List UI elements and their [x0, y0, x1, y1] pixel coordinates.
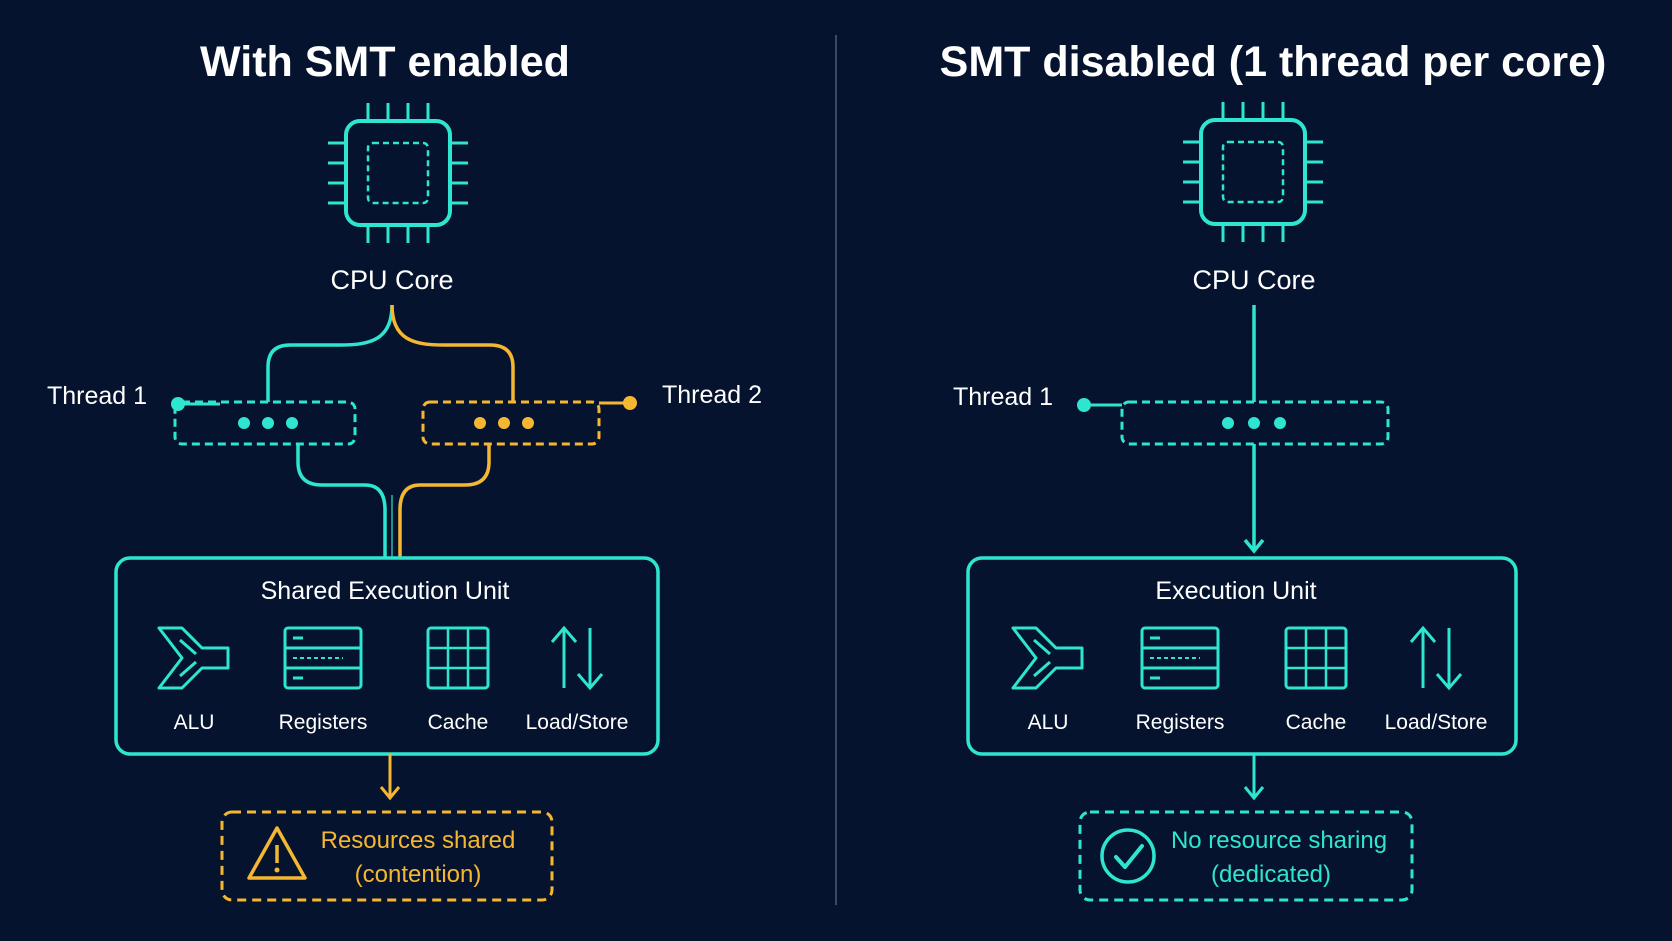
left-core-label: CPU Core: [330, 265, 453, 295]
warning-icon: [247, 826, 307, 880]
thread1-dots: [238, 417, 298, 429]
right-comp-label-loadstore: Load/Store: [1385, 711, 1488, 734]
thread2-dots: [474, 417, 534, 429]
alu-icon: [1011, 626, 1084, 690]
left-panel: With SMT enabled CPU Core Thread 1 Threa…: [47, 38, 762, 902]
thread2-branch-line: [390, 304, 515, 402]
right-title: SMT disabled (1 thread per core): [940, 38, 1607, 86]
right-panel: SMT disabled (1 thread per core) CPU Cor…: [940, 38, 1607, 902]
execution-unit-box: [966, 556, 1518, 756]
left-comp-label-loadstore: Load/Store: [526, 711, 629, 734]
left-unit-title: Shared Execution Unit: [261, 577, 510, 605]
left-comp-label-cache: Cache: [428, 711, 489, 734]
alu-icon: [157, 626, 230, 690]
right-thread1-queue-box: [1120, 400, 1390, 446]
cache-icon: [426, 626, 490, 690]
thread2-merge-line: [398, 444, 491, 558]
right-note-box: [1078, 810, 1414, 902]
thread1-branch-line: [266, 304, 394, 402]
left-title: With SMT enabled: [200, 38, 570, 86]
cpu-chip-icon: [1181, 100, 1325, 244]
registers-icon: [283, 626, 363, 690]
thread2-endpoint: [623, 396, 637, 410]
right-unit-title: Execution Unit: [1155, 577, 1316, 605]
left-note-line2: (contention): [355, 861, 482, 888]
thread1-merge-line: [296, 444, 387, 558]
right-thread1-label: Thread 1: [953, 383, 1053, 411]
left-comp-label-registers: Registers: [279, 711, 368, 734]
left-note-box: [220, 810, 554, 902]
right-note-line1: No resource sharing: [1171, 827, 1387, 854]
right-comp-label-alu: ALU: [1028, 711, 1069, 734]
left-thread1-label: Thread 1: [47, 382, 147, 410]
thread-to-unit-arrow-head: [1243, 538, 1265, 554]
right-thread1-dots: [1222, 417, 1286, 429]
right-core-label: CPU Core: [1192, 265, 1315, 295]
shared-execution-unit-box: [114, 556, 660, 756]
thread1-queue-box: [173, 400, 357, 446]
load-store-icon: [1409, 626, 1463, 690]
right-note-line2: (dedicated): [1211, 861, 1331, 888]
right-note-arrow-head: [1243, 786, 1265, 801]
left-note-arrow-head: [379, 786, 401, 801]
right-comp-label-cache: Cache: [1286, 711, 1347, 734]
check-circle-icon: [1100, 828, 1156, 884]
cpu-chip-icon: [326, 101, 470, 245]
left-thread2-label: Thread 2: [662, 381, 762, 409]
load-store-icon: [550, 626, 604, 690]
registers-icon: [1140, 626, 1220, 690]
left-note-line1: Resources shared: [321, 827, 516, 854]
left-comp-label-alu: ALU: [174, 711, 215, 734]
right-comp-label-registers: Registers: [1136, 711, 1225, 734]
cache-icon: [1284, 626, 1348, 690]
thread2-queue-box: [421, 400, 601, 446]
